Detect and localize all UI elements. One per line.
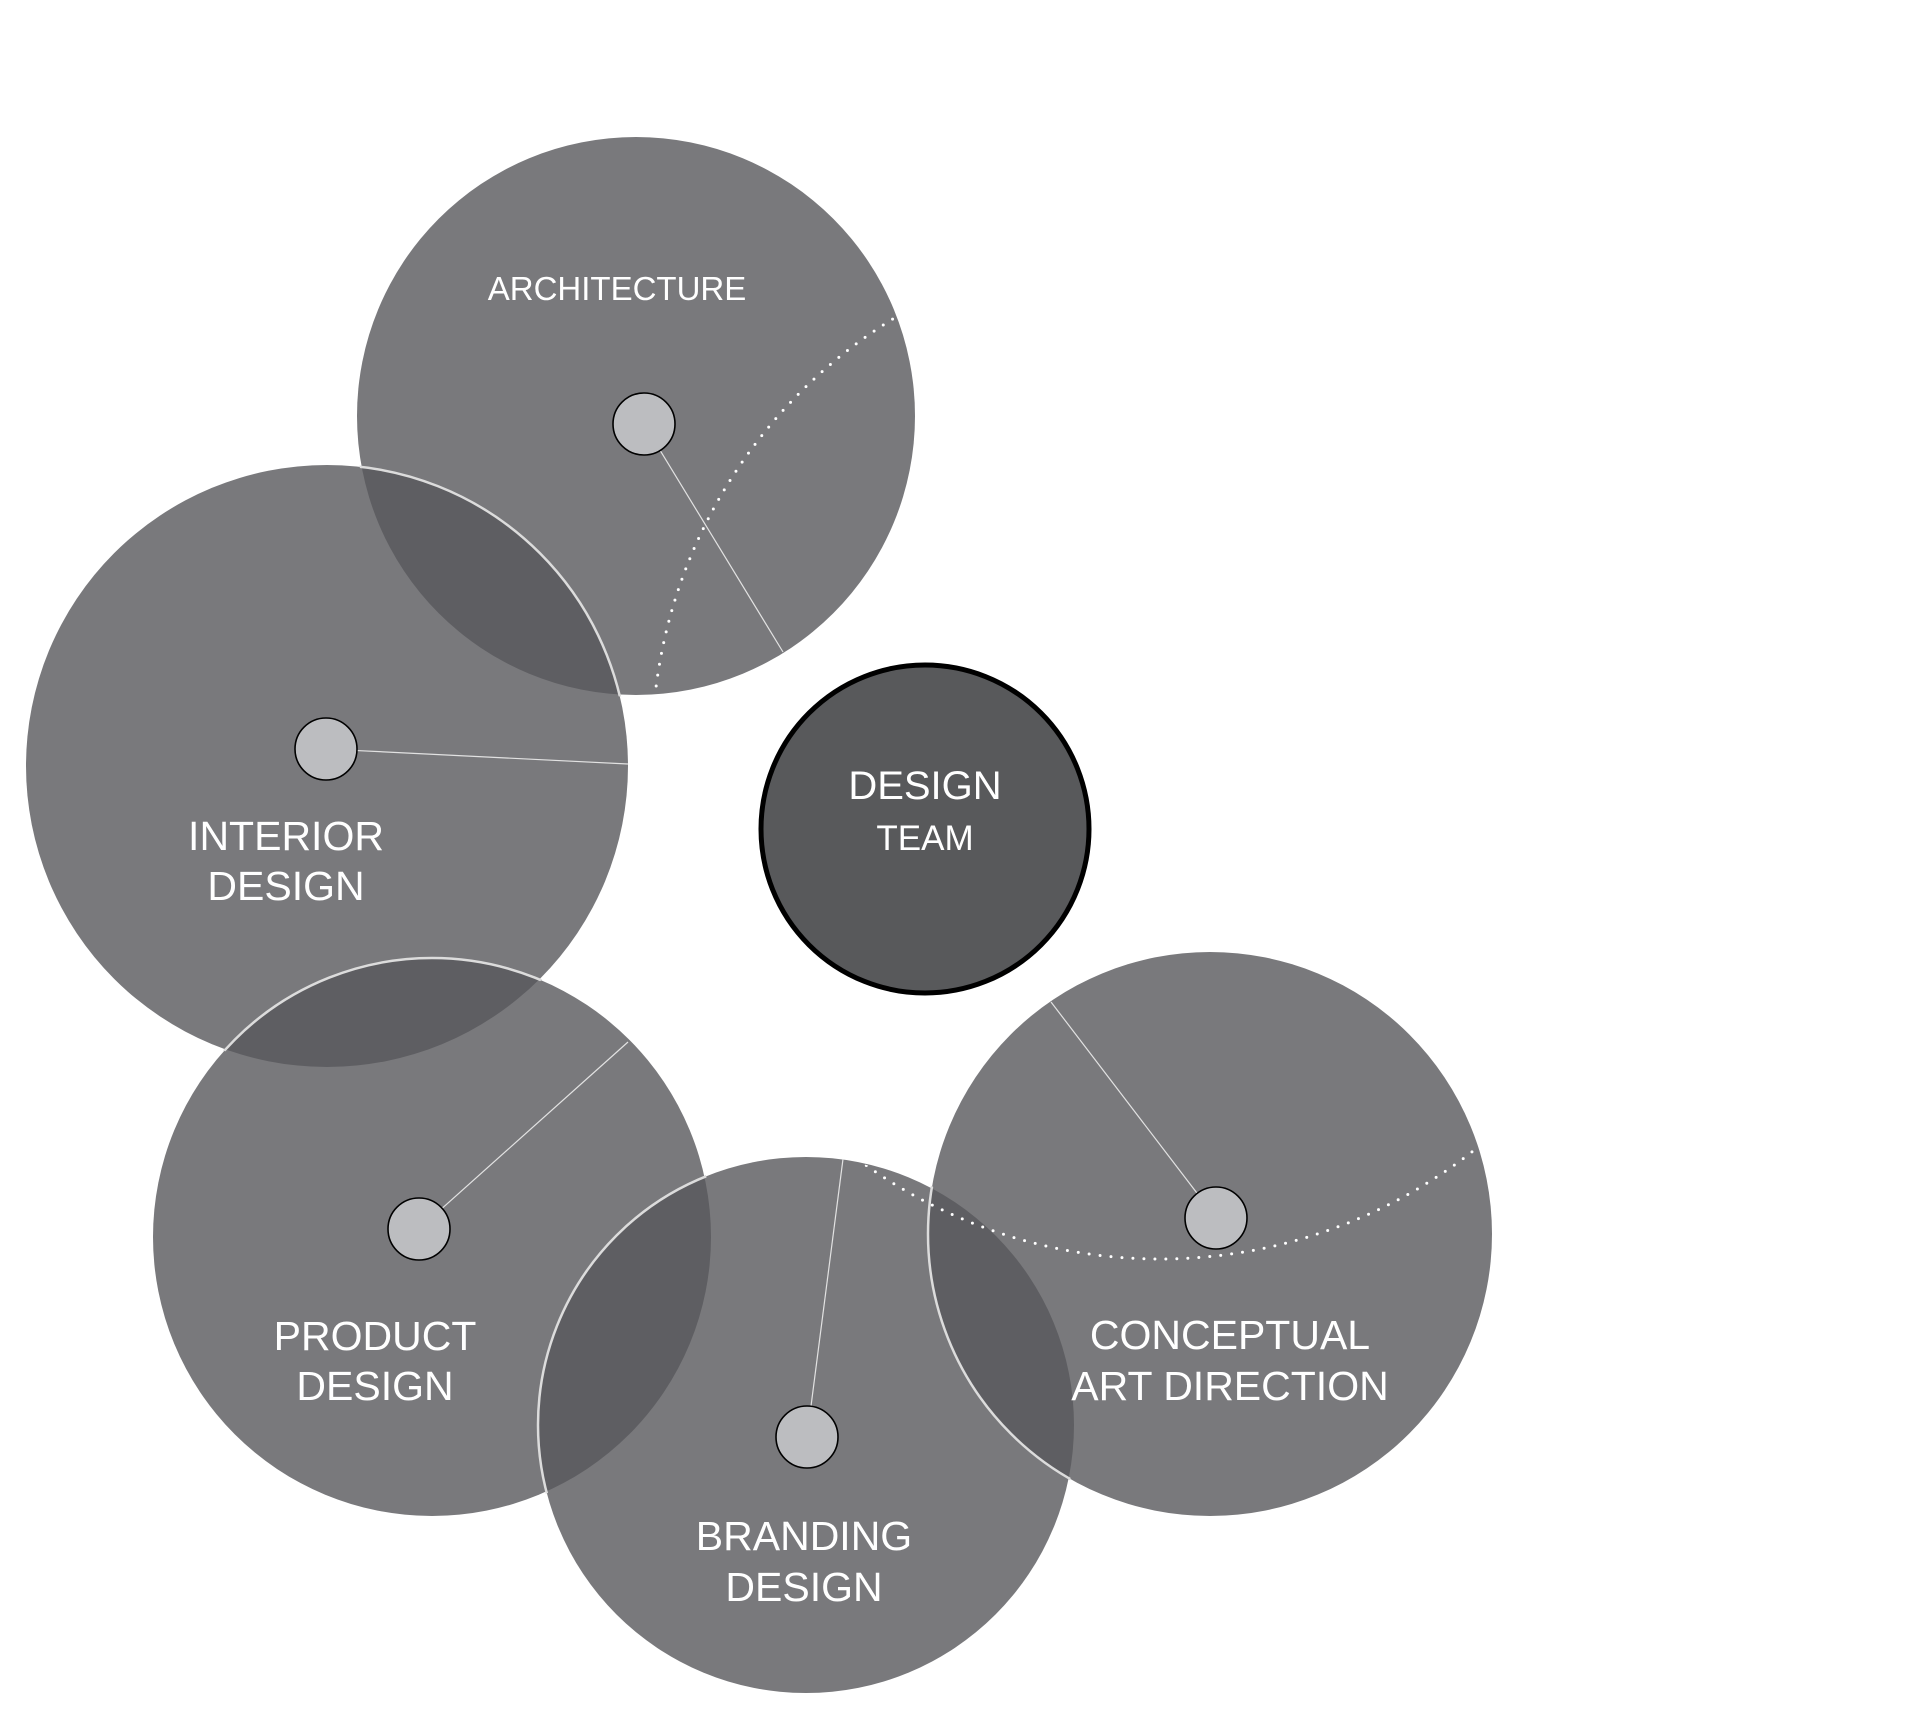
conceptual-art-direction-label-line-1: CONCEPTUAL xyxy=(1090,1312,1370,1358)
architecture-node[interactable] xyxy=(612,392,676,456)
architecture-connector-line xyxy=(659,450,784,653)
branding-design-connector-line xyxy=(810,1158,844,1407)
branding-overlap-outline xyxy=(536,1155,713,1518)
nodes xyxy=(294,392,1248,1469)
hub-circle[interactable] xyxy=(758,662,1092,996)
interior-design-label-line-2: DESIGN xyxy=(207,863,364,909)
product-design-connector-line xyxy=(441,1041,629,1209)
hub-label-line-1: DESIGN xyxy=(848,764,1001,808)
branding-design-label-line-2: DESIGN xyxy=(725,1564,882,1610)
architecture-label: ARCHITECTURE xyxy=(488,270,747,307)
conceptual-overlap-outline xyxy=(926,1155,1076,1518)
discipline-labels: ARCHITECTURE INTERIOR DESIGN PRODUCT DES… xyxy=(188,270,1389,1610)
interior-design-label-line-1: INTERIOR xyxy=(188,813,384,859)
conceptual-art-direction-label-line-2: ART DIRECTION xyxy=(1071,1363,1388,1409)
hub-label-line-2: TEAM xyxy=(876,819,973,858)
overlap-outlines xyxy=(151,463,1076,1518)
product-overlap-outline xyxy=(151,956,630,1069)
conceptual-art-direction-node[interactable] xyxy=(1184,1186,1248,1250)
discipline-circles xyxy=(26,137,1492,1693)
conceptual-art-direction-connector-line xyxy=(1050,1001,1198,1194)
design-team-hub[interactable]: DESIGN TEAM xyxy=(758,662,1092,996)
interior-design-node[interactable] xyxy=(294,717,358,781)
branding-design-node[interactable] xyxy=(775,1405,839,1469)
interior-design-connector-line xyxy=(356,749,629,765)
connectors xyxy=(356,450,1198,1407)
product-design-node[interactable] xyxy=(387,1197,451,1261)
branding-design-label-line-1: BRANDING xyxy=(696,1513,912,1559)
product-design-label-line-1: PRODUCT xyxy=(274,1313,477,1359)
product-design-label-line-2: DESIGN xyxy=(296,1363,453,1409)
